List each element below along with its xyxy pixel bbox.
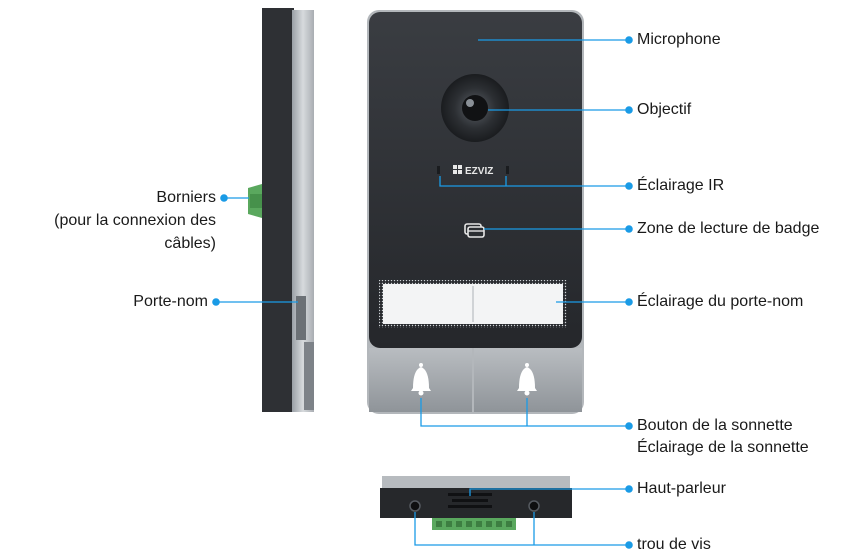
- terminal-block-bottom: [432, 518, 516, 530]
- label-terminals-note: (pour la connexion des: [54, 212, 216, 229]
- bell-icon: [411, 363, 431, 396]
- leader-dots: [212, 36, 633, 549]
- leader-lines: [216, 39, 628, 546]
- side-body: [262, 8, 294, 412]
- label-nameplate-light: Éclairage du porte-nom: [637, 293, 804, 310]
- label-lens: Objectif: [637, 101, 692, 118]
- label-nameplate-holder: Porte-nom: [133, 293, 208, 310]
- front-view: EZVIZ: [367, 10, 584, 414]
- label-terminals-note-cont: câbles): [164, 235, 216, 252]
- side-lower-step: [304, 342, 314, 410]
- label-bell-light: Éclairage de la sonnette: [637, 439, 809, 456]
- front-panel: [369, 12, 582, 348]
- lens-highlight: [466, 99, 474, 107]
- ir-led-left: [437, 166, 440, 174]
- screw-hole-left: [409, 500, 421, 512]
- label-bell-button: Bouton de la sonnette: [637, 417, 793, 434]
- side-view: [248, 8, 314, 412]
- ezviz-logo-icon: [453, 165, 462, 174]
- label-screw-hole: trou de vis: [637, 536, 711, 553]
- ir-led-right: [506, 166, 509, 174]
- brand-logo-text: EZVIZ: [465, 166, 493, 177]
- terminal-block-inner: [250, 194, 262, 208]
- bottom-body: [380, 488, 572, 518]
- terminal-pins: [436, 521, 512, 527]
- bottom-view: [380, 476, 572, 530]
- label-card-reader: Zone de lecture de badge: [637, 220, 820, 237]
- label-terminals: Borniers: [156, 189, 216, 206]
- lens-pupil: [462, 95, 488, 121]
- bell-icon: [517, 363, 537, 396]
- label-speaker: Haut-parleur: [637, 480, 726, 497]
- side-nameplate-slot: [296, 296, 306, 340]
- label-ir-light: Éclairage IR: [637, 177, 725, 194]
- card-icon: [464, 223, 485, 238]
- screw-hole-right: [528, 500, 540, 512]
- label-microphone: Microphone: [637, 31, 721, 48]
